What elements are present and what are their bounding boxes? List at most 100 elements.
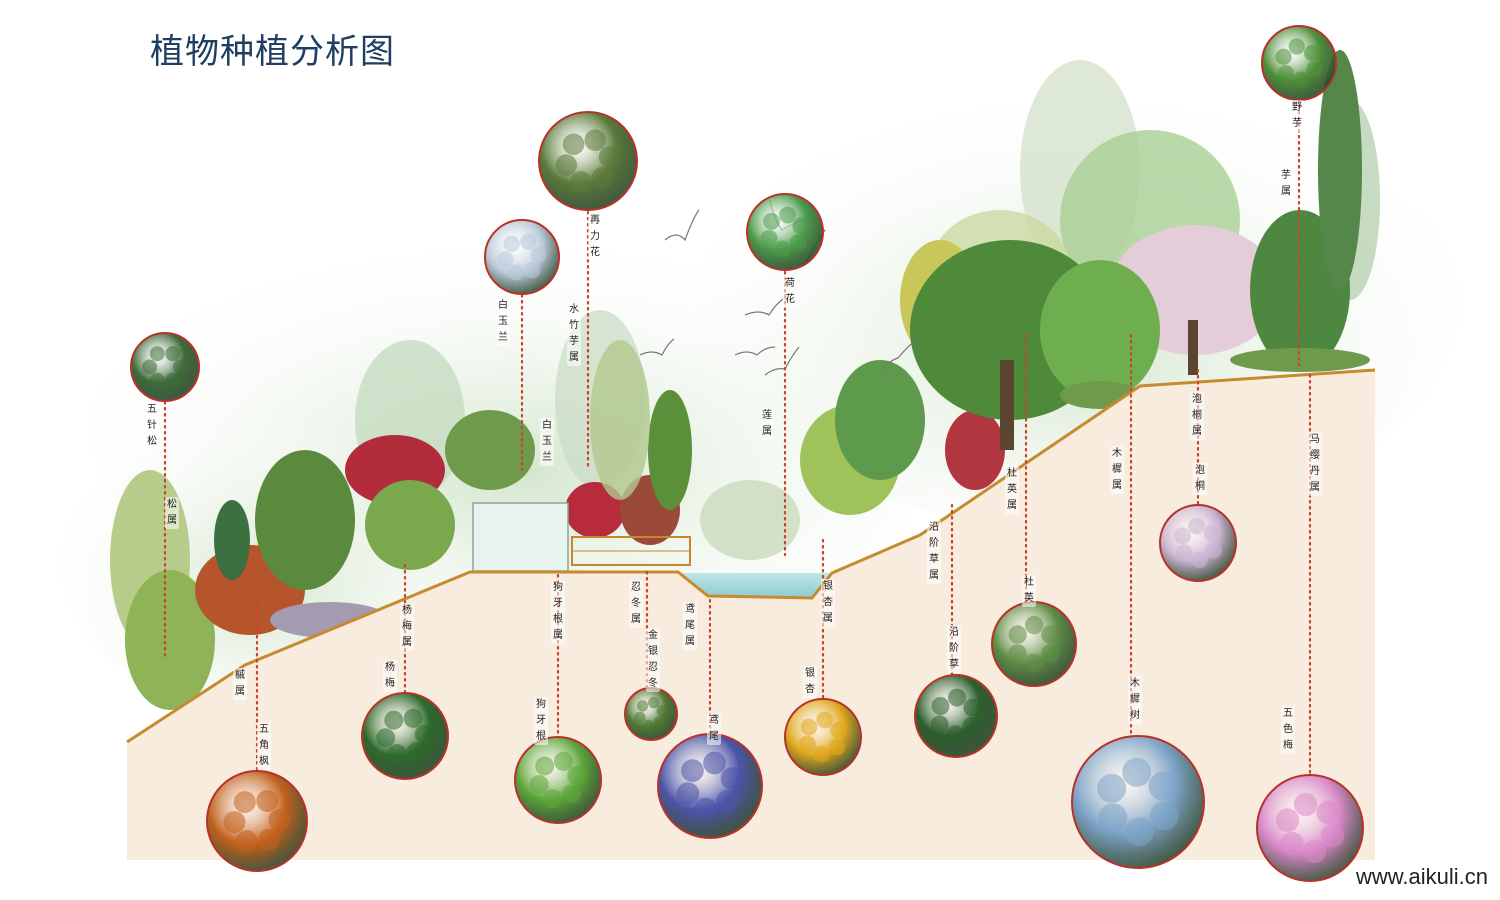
photo-circle-duying: [991, 601, 1077, 687]
plant-photo-lantana: [1256, 774, 1364, 882]
photo-texture: [497, 251, 514, 268]
plant-label-hehua-0: 荷花: [783, 276, 797, 308]
plant-label-wusemei-0: 马缨丹属: [1308, 432, 1322, 496]
photo-circle-yanjiecao: [914, 674, 998, 758]
plant-label-wuzhensong-1: 松属: [165, 497, 179, 529]
plant-label-gouyagen-1: 狗牙根: [534, 697, 548, 745]
photo-texture: [1275, 808, 1300, 832]
watermark: www.aikuli.cn: [1355, 864, 1488, 889]
photo-texture: [376, 728, 396, 748]
photo-texture: [676, 782, 700, 805]
plant-photo-mondo-grass: [914, 674, 998, 758]
photo-texture: [828, 738, 846, 756]
photo-texture: [223, 811, 246, 834]
plant-photo-red-berries: [361, 692, 449, 780]
photo-texture: [1097, 773, 1127, 803]
photo-texture: [1149, 801, 1179, 831]
photo-texture: [524, 262, 541, 279]
photo-texture: [165, 346, 181, 362]
photo-texture: [1306, 61, 1323, 78]
photo-texture: [694, 797, 717, 821]
photo-texture: [535, 756, 555, 776]
photo-texture: [653, 716, 666, 728]
photo-circle-paotong: [1159, 504, 1237, 582]
pavilion: [472, 502, 569, 572]
plant-label-yangmei-0: 杨梅属: [400, 603, 414, 651]
photo-texture: [149, 372, 165, 388]
photo-texture: [800, 718, 818, 736]
photo-texture: [503, 235, 520, 252]
ground-line: [126, 368, 1376, 744]
photo-texture: [946, 725, 964, 744]
vegetation: [110, 50, 1380, 710]
photo-circle-wujiaofeng: [206, 770, 308, 872]
photo-texture: [763, 213, 780, 230]
photo-circle-jinyinhua: [624, 687, 678, 741]
photo-circle-yuanwei: [657, 733, 763, 839]
plant-label-wujiaofeng-0: 槭属: [233, 668, 247, 700]
photo-texture: [1205, 541, 1222, 559]
photo-texture: [520, 233, 537, 250]
photo-texture: [1293, 71, 1310, 88]
plant-photos: [130, 25, 1364, 882]
photo-texture: [1122, 757, 1152, 787]
photo-texture: [387, 744, 407, 764]
plant-label-yeyu-0: 野芋: [1290, 100, 1304, 132]
photo-texture: [962, 717, 981, 735]
photo-texture: [172, 359, 188, 375]
plant-label-paotong-1: 泡桐: [1193, 463, 1207, 495]
photo-texture: [963, 698, 982, 717]
photo-texture: [1148, 771, 1178, 801]
plant-label-wuzhensong-0: 五针松: [145, 402, 159, 450]
photo-texture: [1191, 551, 1208, 569]
plant-photo-autumn-maple: [206, 770, 308, 872]
photo-texture: [799, 735, 816, 753]
photo-texture: [1304, 44, 1321, 61]
photo-texture: [530, 246, 547, 263]
photo-texture: [1320, 824, 1345, 848]
plant-label-baiyulan-0: 白玉兰: [496, 298, 510, 346]
plant-label-yinxing-1: 银杏: [803, 666, 817, 698]
photo-texture: [1008, 644, 1027, 663]
plant-label-yeyu-1: 芋属: [1279, 168, 1293, 200]
plant-label-yangmei-1: 杨梅: [383, 660, 397, 692]
pond-water: [678, 573, 832, 598]
plant-photo-ginkgo: [784, 698, 862, 776]
photo-texture: [930, 715, 949, 734]
plant-label-yanjiecao-0: 沿阶草属: [927, 520, 941, 584]
photo-texture: [1008, 625, 1027, 644]
photo-texture: [403, 708, 423, 728]
photo-texture: [1041, 625, 1060, 644]
photo-texture: [149, 346, 165, 362]
plant-label-zailihua-0: 再力花: [588, 213, 602, 261]
photo-circle-yangmei: [361, 692, 449, 780]
photo-texture: [1302, 839, 1327, 864]
plant-label-yuanwei-1: 鸢尾: [707, 713, 721, 745]
photo-texture: [703, 751, 726, 775]
plant-label-jinyinhua-0: 忍冬属: [629, 580, 643, 628]
photo-texture: [543, 789, 562, 809]
photo-texture: [142, 359, 158, 375]
photo-texture: [1175, 544, 1193, 562]
photo-texture: [1280, 831, 1304, 856]
photo-texture: [562, 133, 585, 156]
plant-label-wujiaofeng-1: 五角枫: [257, 722, 271, 770]
photo-texture: [598, 146, 621, 168]
plant-photo-lawn-grass: [514, 736, 602, 824]
plant-label-duying-0: 杜英属: [1005, 466, 1019, 514]
photo-circle-gouyagen: [514, 736, 602, 824]
photo-texture: [1293, 792, 1318, 817]
photo-texture: [1316, 800, 1340, 825]
photo-texture: [1024, 653, 1044, 673]
photo-texture: [779, 206, 796, 224]
page-title: 植物种植分析图: [150, 32, 395, 72]
plant-photo-paulownia: [1159, 504, 1237, 582]
plant-label-wusemei-1: 五色梅: [1281, 706, 1295, 754]
plant-label-yuanwei-0: 鸢尾属: [683, 602, 697, 650]
photo-texture: [816, 711, 834, 729]
photo-texture: [406, 742, 426, 762]
photo-texture: [554, 751, 573, 771]
plant-photo-honeysuckle: [624, 687, 678, 741]
photo-texture: [570, 171, 592, 193]
